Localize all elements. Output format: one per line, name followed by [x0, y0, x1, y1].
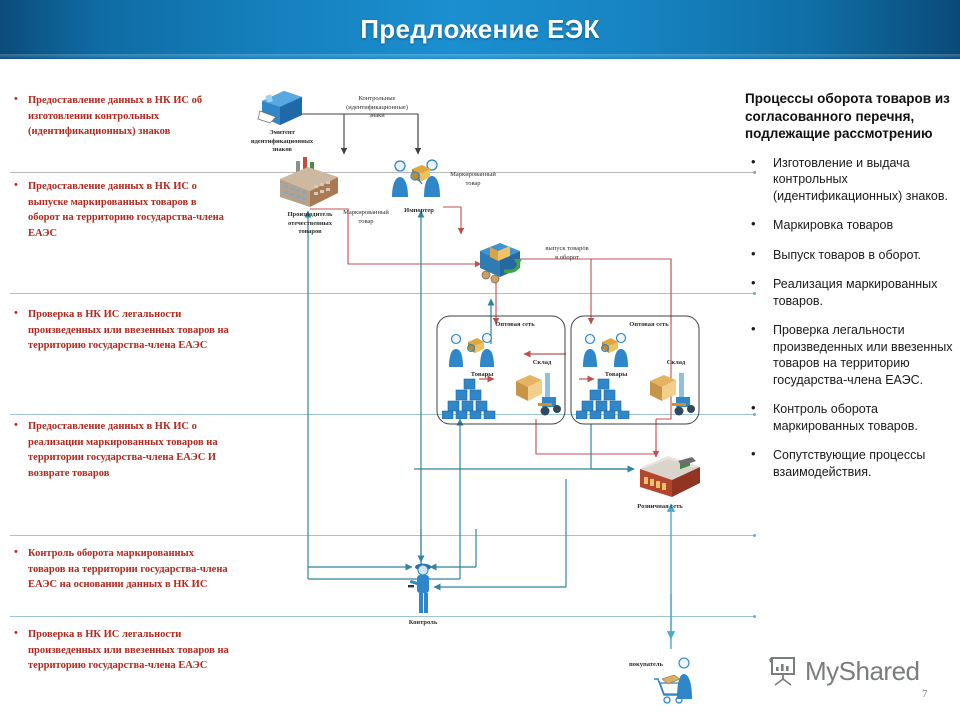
- slide-header-band: [0, 0, 960, 59]
- section-divider-3: [10, 535, 755, 536]
- right-panel-list: Изготовление и выдача контрольных (идент…: [745, 154, 955, 481]
- wholesale-left-group: [436, 315, 566, 425]
- section-divider-dot-3: [753, 534, 756, 537]
- myshared-watermark: MyShared: [768, 655, 920, 687]
- node-retail-icon: [634, 449, 706, 507]
- node-release-icon: [474, 239, 528, 287]
- node-importer-label: Импортер: [404, 207, 434, 214]
- node-buyer-icon: [648, 655, 704, 707]
- process-flow-diagram: Эмитент идентификационных знаков Контрол…: [236, 59, 746, 720]
- node-release-label: выпуск товаров в оборот: [545, 245, 589, 261]
- wholesale-left-goods-label: Товары: [470, 371, 494, 378]
- wholesale-right-forklift-icon: [646, 369, 698, 417]
- left-bullet-1: Предоставление данных в НК ИС о выпуске …: [12, 178, 230, 241]
- page-title: Предложение ЕЭК: [360, 14, 600, 44]
- wholesale-left-label: Оптовая сеть: [495, 321, 535, 328]
- section-divider-4: [10, 616, 755, 617]
- section-divider-1: [10, 293, 755, 294]
- edge-label-marked-goods-importer: Маркированный товар: [450, 171, 496, 187]
- right-panel-item-5: Контроль оборота маркированных товаров.: [745, 400, 953, 434]
- node-control-label: Контроль: [408, 619, 438, 626]
- left-bullet-4: Контроль оборота маркированных товаров н…: [12, 545, 230, 593]
- wholesale-right-goods-icon: [576, 377, 632, 419]
- section-divider-2: [10, 414, 755, 415]
- wholesale-right-goods-label: Товары: [604, 371, 628, 378]
- section-divider-dot-4: [753, 615, 756, 618]
- wholesale-right-warehouse-label: Склад: [666, 359, 686, 366]
- node-buyer-label: покупатель: [629, 661, 663, 668]
- wholesale-left-forklift-icon: [512, 369, 564, 417]
- right-panel-item-0: Изготовление и выдача контрольных (идент…: [745, 154, 953, 205]
- page-number: 7: [922, 688, 928, 700]
- right-panel-item-6: Сопутствующие процессы взаимодействия.: [745, 446, 953, 480]
- node-emitter-icon: [254, 87, 306, 129]
- right-panel-item-3: Реализация маркированных товаров.: [745, 275, 953, 309]
- wholesale-left-people-icon: [446, 331, 502, 371]
- left-bullet-0: Предоставление данных в НК ИС об изготов…: [12, 92, 230, 140]
- wholesale-left-goods-icon: [442, 377, 498, 419]
- node-control-icon: [408, 559, 438, 615]
- wholesale-left-warehouse-label: Склад: [532, 359, 552, 366]
- left-bullet-3: Предоставление данных в НК ИС о реализац…: [12, 418, 230, 481]
- right-panel-item-4: Проверка легальности произведенных или в…: [745, 321, 953, 388]
- left-annotation-column: Предоставление данных в НК ИС об изготов…: [0, 59, 236, 720]
- node-importer-icon: [388, 157, 448, 203]
- watermark-text: MyShared: [805, 655, 920, 686]
- edge-label-marked-goods-manufacturer: Маркированный товар: [343, 209, 389, 225]
- edge-label-marks: Контрольные (идентификационные) знаки: [346, 95, 408, 119]
- left-bullet-2: Проверка в НК ИС легальности произведенн…: [12, 306, 230, 354]
- section-divider-0: [10, 172, 755, 173]
- presentation-board-icon: [769, 657, 795, 686]
- right-summary-panel: Процессы оборота товаров из согласованно…: [745, 90, 955, 493]
- node-manufacturer-label: Производитель отечественных товаров: [287, 211, 333, 235]
- wholesale-right-people-icon: [580, 331, 636, 371]
- node-retail-label: Розничная сеть: [637, 503, 683, 510]
- node-manufacturer-icon: [276, 155, 344, 211]
- wholesale-right-label: Оптовая сеть: [629, 321, 669, 328]
- left-bullet-5: Проверка в НК ИС легальности произведенн…: [12, 626, 230, 674]
- right-panel-item-1: Маркировка товаров: [745, 216, 953, 234]
- node-emitter-label: Эмитент идентификационных знаков: [250, 129, 314, 153]
- right-panel-item-2: Выпуск товаров в оборот.: [745, 246, 953, 264]
- diagram-connectors: [296, 113, 676, 649]
- wholesale-right-group: [570, 315, 700, 425]
- right-panel-title: Процессы оборота товаров из согласованно…: [745, 91, 950, 141]
